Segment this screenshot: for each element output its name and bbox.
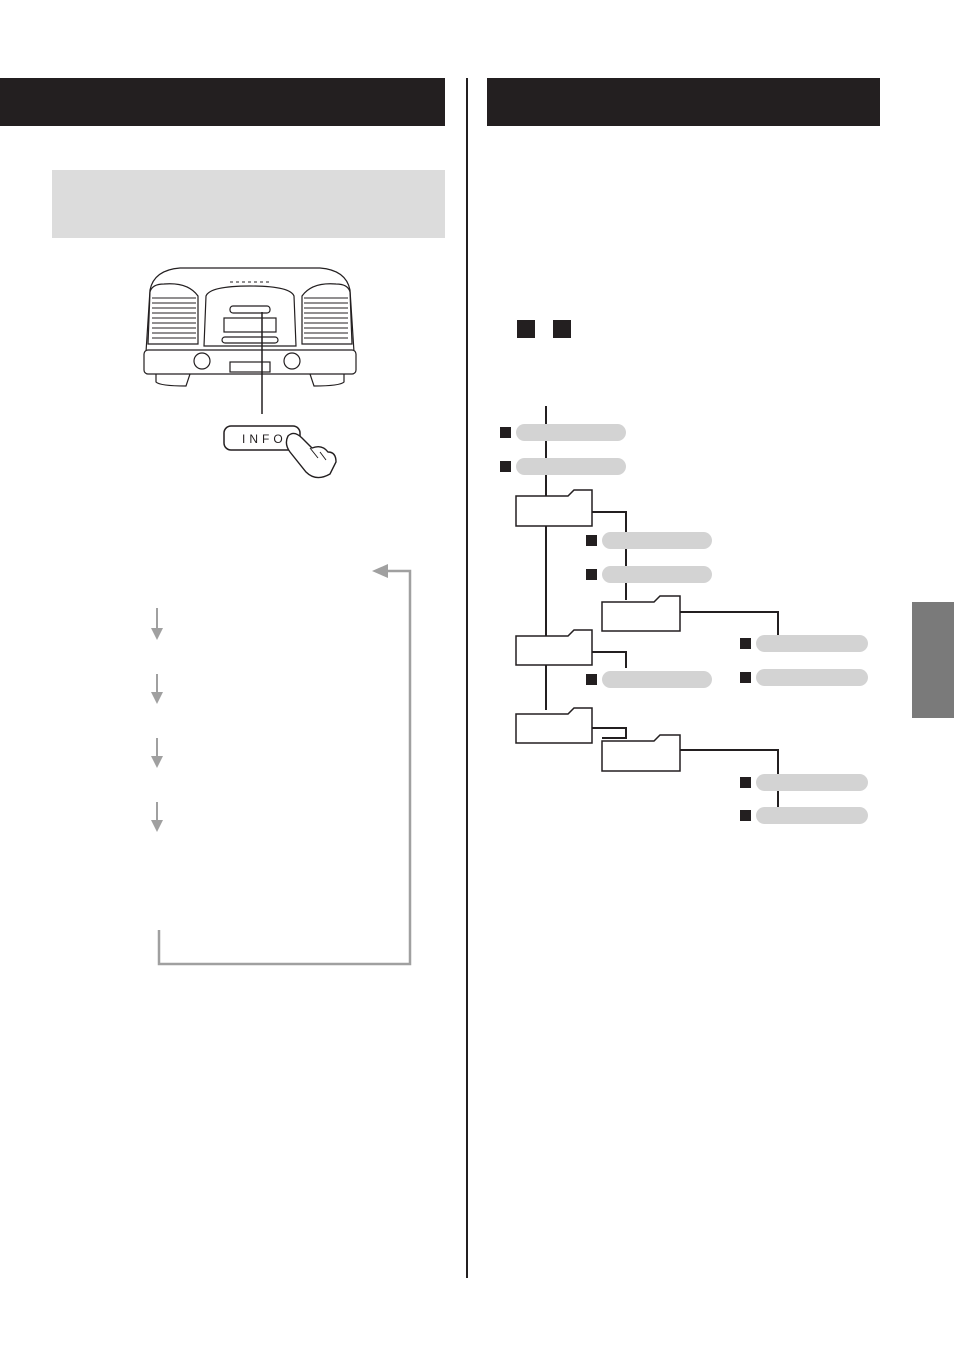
down-arrow-icon xyxy=(151,756,163,768)
left-note-box xyxy=(52,170,445,238)
file-marker-icon xyxy=(553,320,571,338)
file-marker-icon xyxy=(500,427,751,821)
down-arrow-icon xyxy=(151,628,163,640)
column-divider xyxy=(466,78,468,1278)
down-arrow-icon xyxy=(151,820,163,832)
file-marker-icon xyxy=(517,320,535,338)
info-button-label: INFO xyxy=(242,432,287,446)
cycle-return-arrow xyxy=(157,569,412,966)
unit-illustration: INFO xyxy=(143,267,357,479)
hand-pointer-icon xyxy=(285,432,337,479)
left-section-header-bar xyxy=(0,78,445,126)
right-section-header-bar xyxy=(487,78,880,126)
down-arrow-icon xyxy=(151,692,163,704)
folder-icon xyxy=(515,489,681,772)
section-side-tab xyxy=(912,602,954,718)
folder-tree-diagram xyxy=(500,406,868,824)
info-cycle-diagram xyxy=(151,564,412,966)
